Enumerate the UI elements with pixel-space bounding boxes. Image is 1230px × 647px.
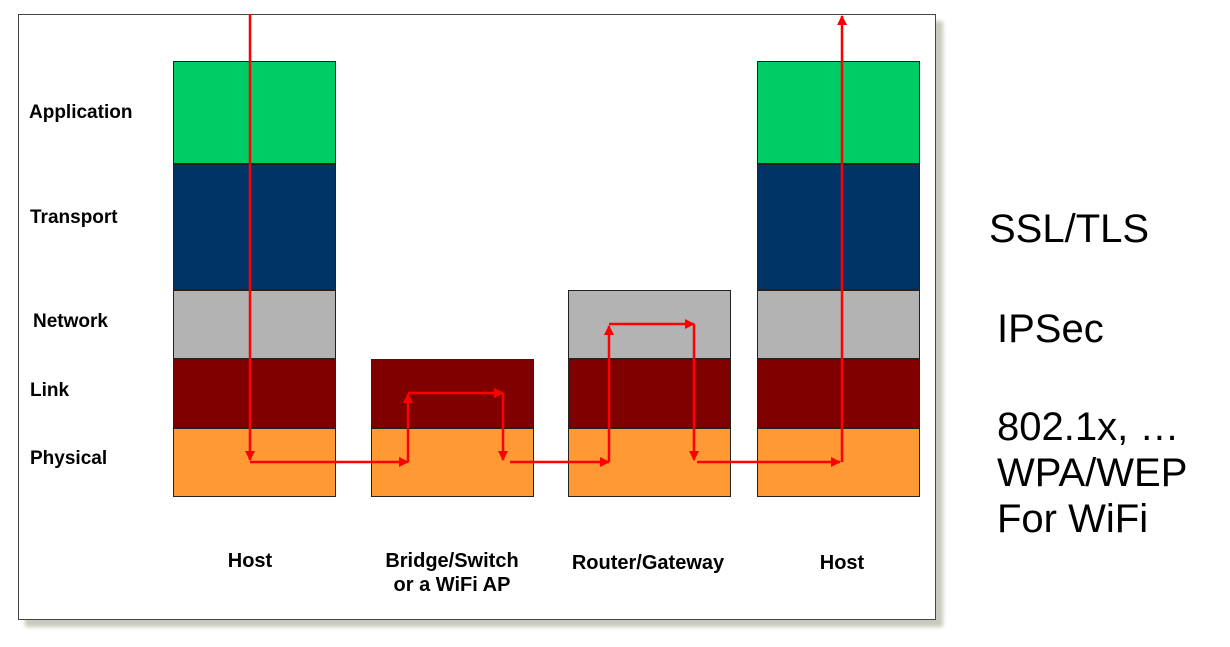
host2-link-block (757, 359, 920, 428)
layer-label-transport: Transport (30, 207, 118, 228)
host1-network-block (173, 290, 336, 359)
protocol-label-transport: SSL/TLS (989, 207, 1150, 251)
device-label-router: Router/Gateway (571, 552, 725, 574)
device-label-host-left: Host (227, 550, 273, 572)
protocol-label-network: IPSec (997, 307, 1104, 351)
router-link-block (568, 359, 731, 428)
layer-label-network: Network (33, 311, 108, 332)
host1-application-block (173, 61, 336, 164)
host2-transport-block (757, 164, 920, 290)
layer-label-application: Application (29, 102, 133, 123)
layer-label-physical: Physical (30, 448, 108, 469)
host1-transport-block (173, 164, 336, 290)
layer-label-link: Link (30, 380, 70, 401)
device-label-bridge: Bridge/Switch or a WiFi AP (385, 550, 519, 596)
device-label-host-right: Host (819, 552, 865, 574)
host2-network-block (757, 290, 920, 359)
host1-link-block (173, 359, 336, 428)
host2-application-block (757, 61, 920, 164)
protocol-label-link: 802.1x, … WPA/WEP For WiFi (997, 405, 1188, 541)
